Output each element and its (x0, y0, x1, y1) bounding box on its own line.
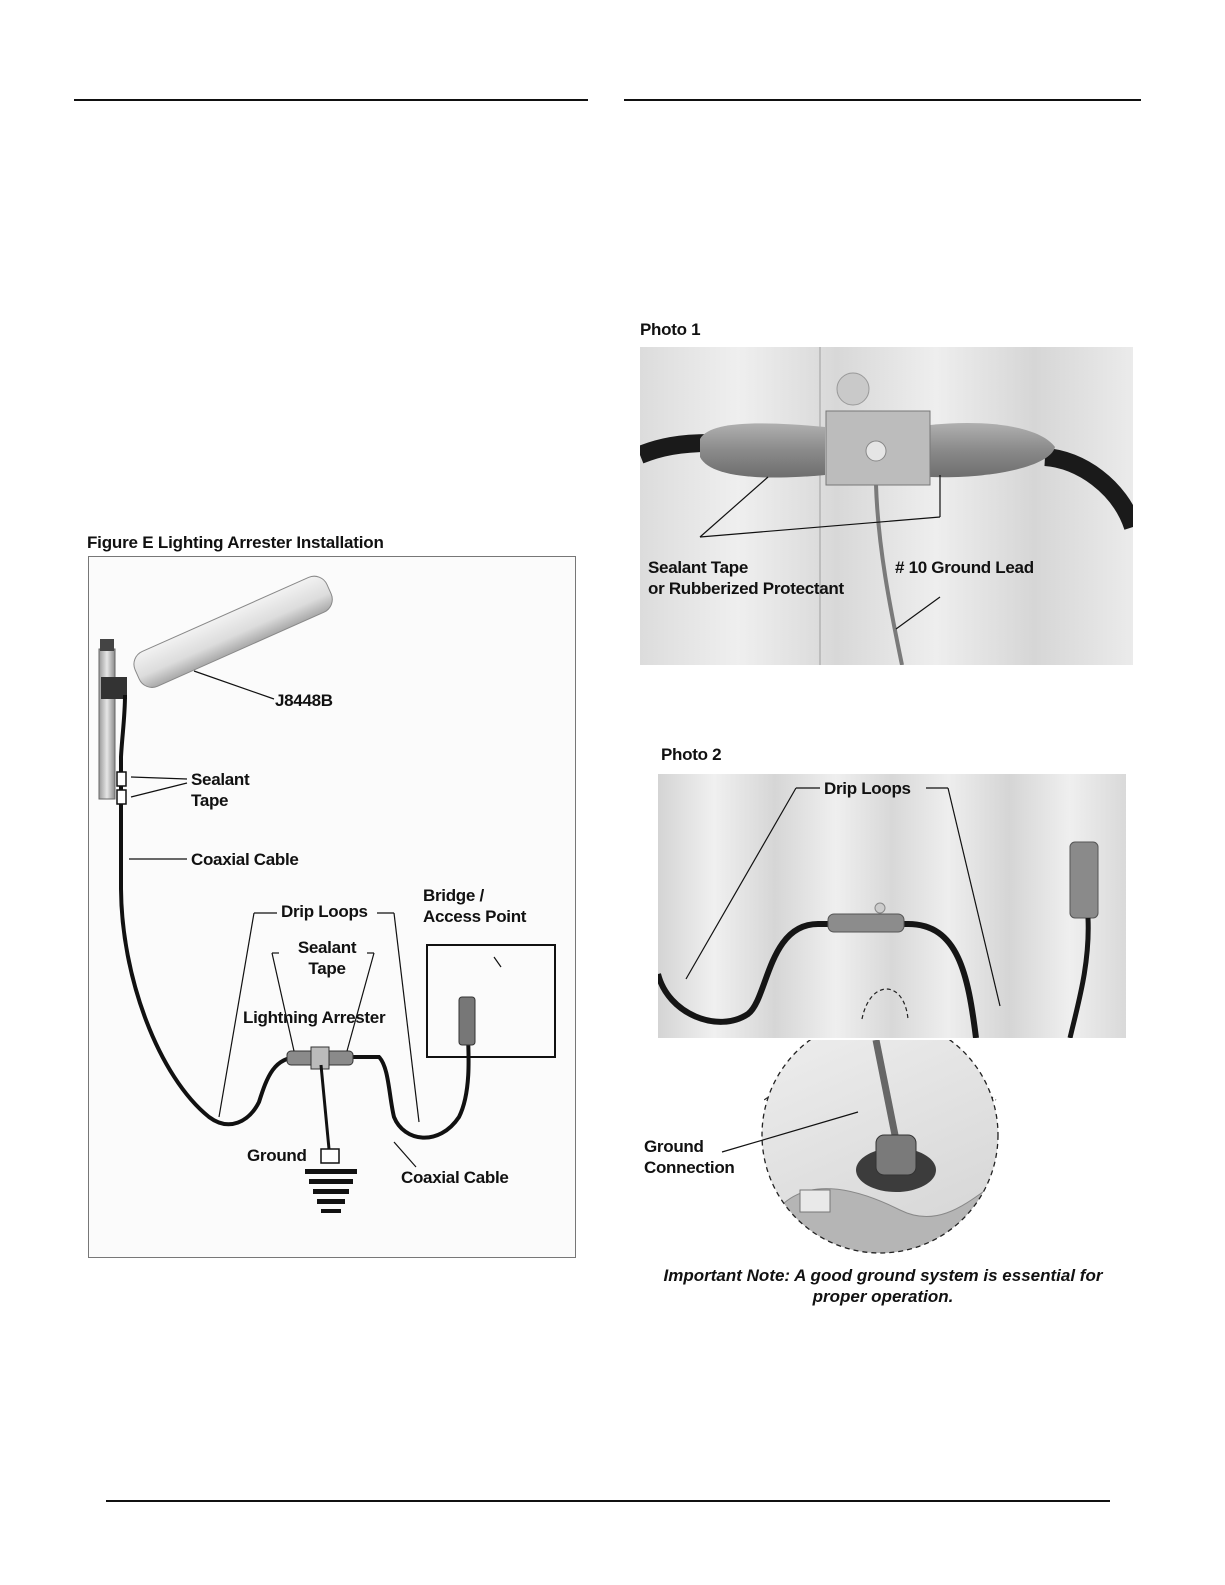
bottom-rule (106, 1500, 1110, 1502)
coaxial-cable-path (119, 694, 471, 1140)
label-sealant-tape-2: Sealant Tape (297, 938, 357, 978)
ground-clamp (320, 1148, 340, 1164)
photo1-sealant-label: Sealant Tape or Rubberized Protectant (648, 558, 844, 598)
top-rule-left (74, 99, 588, 101)
photo1-ground-lead-label: # 10 Ground Lead (895, 558, 1034, 577)
sealant-tape-left (700, 423, 825, 478)
photo2-drawing (658, 774, 1126, 1038)
photo2-coax (658, 921, 979, 1038)
sealant-tape-right (930, 423, 1055, 478)
top-rule-right (624, 99, 1141, 101)
figure-e-caption: Figure E Lighting Arrester Installation (87, 533, 384, 552)
label-j8448b: J8448B (275, 691, 333, 710)
inset-drawing (721, 1040, 999, 1254)
bridge-device (458, 996, 476, 1046)
photo1-image: Sealant Tape or Rubberized Protectant # … (640, 347, 1133, 665)
label-coaxial-cable-1: Coaxial Cable (191, 850, 299, 869)
ground-connection-label: Ground Connection (644, 1137, 735, 1177)
photo2-title: Photo 2 (661, 745, 722, 764)
label-sealant-tape-1: Sealant Tape (191, 770, 250, 810)
label-drip-loops: Drip Loops (281, 902, 368, 921)
mast-cap (100, 639, 114, 651)
important-note: Important Note: A good ground system is … (663, 1266, 1103, 1306)
mount-bolt (836, 372, 870, 406)
label-ground: Ground (247, 1146, 307, 1165)
ground-symbol (305, 1169, 357, 1213)
mast-pole (98, 648, 116, 800)
photo1-title: Photo 1 (640, 320, 701, 339)
ground-lead (874, 484, 904, 665)
antenna-bracket (101, 677, 127, 699)
photo1-drawing (640, 347, 1133, 665)
photo2-image: Drip Loops (658, 774, 1126, 1038)
figure-e-drawing (98, 575, 556, 1213)
label-coaxial-cable-2: Coaxial Cable (401, 1168, 509, 1187)
coax-right (1044, 448, 1133, 531)
ground-connection-inset: Ground Connection (640, 1040, 1126, 1255)
photo2-arrester (827, 913, 905, 933)
photo2-drip-loops-label: Drip Loops (824, 779, 911, 798)
figure-e-diagram: J8448B Sealant Tape Coaxial Cable Drip L… (88, 556, 576, 1258)
antenna-shape (133, 575, 333, 688)
bridge-box (426, 944, 556, 1058)
label-lightning-arrester: Lightning Arrester (243, 1008, 386, 1027)
sealant-tape-lower (116, 789, 127, 805)
photo2-bridge (1069, 841, 1099, 919)
label-bridge-access-point: Bridge / Access Point (423, 886, 527, 926)
sealant-tape-upper (116, 771, 127, 787)
